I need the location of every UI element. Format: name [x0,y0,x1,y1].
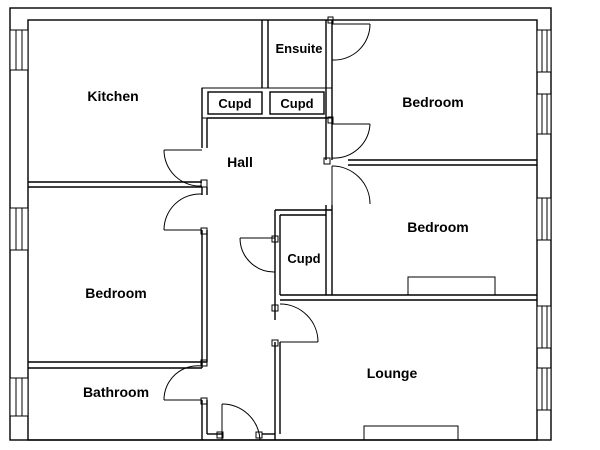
room-label-cupd-1: Cupd [218,96,251,111]
lounge-features [363,425,459,441]
room-label-ensuite: Ensuite [276,41,323,56]
windows-left [9,29,29,417]
bedroom-top-right-walls [325,118,537,166]
doors [163,23,371,441]
wall-end-markers [200,16,334,439]
room-label-bathroom: Bathroom [83,384,149,400]
room-label-hall: Hall [227,154,253,170]
room-label-cupd-3: Cupd [287,251,320,266]
hall-walls [28,187,281,440]
room-label-kitchen: Kitchen [87,88,138,104]
cupboard-walls-top [201,20,333,119]
room-label-lounge: Lounge [367,365,418,381]
windows-right [536,29,552,411]
cupboard-3-walls [274,205,537,320]
room-label-cupd-2: Cupd [280,96,313,111]
room-label-bedroom-top-right: Bedroom [402,94,463,110]
room-label-bedroom-middle-right: Bedroom [407,219,468,235]
room-label-bedroom-left: Bedroom [85,285,146,301]
